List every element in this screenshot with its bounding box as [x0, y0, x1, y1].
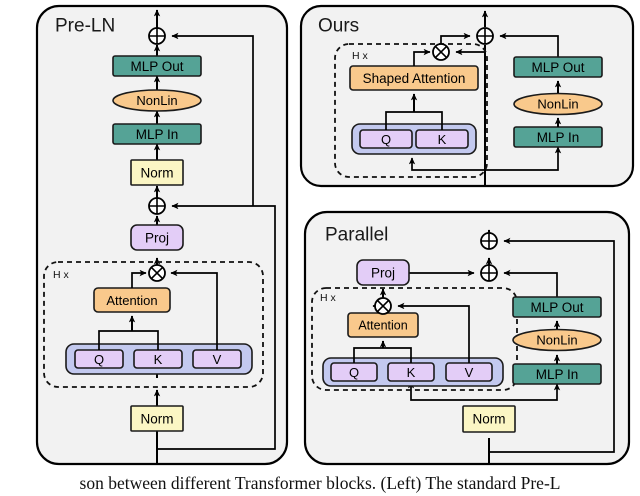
- block-preln-k-label: K: [154, 352, 163, 367]
- block-parallel-nonlin-label: NonLin: [536, 333, 577, 348]
- wire-preln-skip-attention: [157, 202, 276, 450]
- block-parallel-k-label: K: [407, 365, 416, 380]
- block-ours-q-label: Q: [381, 132, 391, 147]
- block-parallel-nonlin: NonLin: [512, 328, 602, 352]
- block-preln-nonlin-label: NonLin: [136, 93, 177, 108]
- block-parallel-qkv-container: Q K V: [322, 357, 504, 387]
- block-ours-shaped-attention-label: Shaped Attention: [363, 71, 466, 86]
- panel-parallel-title: Parallel: [325, 225, 388, 246]
- block-ours-k-label: K: [438, 132, 447, 147]
- panel-parallel: Parallel Proj H x Attention: [303, 210, 631, 466]
- block-parallel-k: K: [387, 362, 435, 382]
- block-preln-norm-top: Norm: [130, 159, 184, 186]
- operator-parallel-multiply: [374, 297, 392, 315]
- block-parallel-mlp-in-label: MLP In: [536, 367, 579, 382]
- block-preln-mlp-out-label: MLP Out: [130, 59, 183, 74]
- block-preln-v-label: V: [213, 352, 222, 367]
- block-parallel-mlp-out-label: MLP Out: [530, 300, 583, 315]
- wire-ours-mlpout-to-add: [499, 32, 559, 57]
- block-parallel-attention: Attention: [347, 312, 419, 338]
- block-parallel-proj-label: Proj: [371, 266, 395, 281]
- operator-preln-add-mid: [148, 197, 166, 215]
- block-parallel-norm-label: Norm: [473, 412, 506, 427]
- preln-hx-label: H x: [53, 269, 70, 281]
- wire-parallel-norm-to-mlpin: [489, 383, 561, 401]
- wire-ours-attention-to-mul: [413, 48, 431, 66]
- parallel-hx-label: H x: [320, 292, 337, 304]
- block-parallel-norm: Norm: [462, 405, 516, 433]
- block-parallel-mlp-in: MLP In: [512, 363, 602, 385]
- block-preln-k: K: [133, 349, 183, 369]
- wire-parallel-v-to-mul: [397, 302, 470, 363]
- block-preln-qkv-container: Q K V: [65, 343, 253, 375]
- wire-preln-skip-mlp: [171, 32, 254, 206]
- block-preln-v: V: [192, 349, 242, 369]
- block-preln-attention: Attention: [93, 287, 171, 313]
- block-ours-mlp-in-label: MLP In: [537, 130, 580, 145]
- dashed-box-preln-heads: [43, 261, 264, 388]
- block-ours-nonlin: NonLin: [513, 92, 603, 116]
- block-preln-attention-label: Attention: [106, 293, 157, 308]
- operator-preln-multiply: [148, 264, 166, 282]
- block-ours-nonlin-label: NonLin: [537, 97, 578, 112]
- block-preln-norm-top-label: Norm: [141, 166, 174, 181]
- block-preln-q: Q: [74, 349, 124, 369]
- block-ours-mlp-out: MLP Out: [513, 56, 603, 78]
- block-preln-proj-label: Proj: [145, 231, 169, 246]
- block-preln-norm-bottom-label: Norm: [141, 412, 174, 427]
- block-ours-shaped-attention: Shaped Attention: [349, 65, 479, 91]
- wire-preln-attention-to-mul: [131, 269, 147, 288]
- panel-preln: Pre-LN MLP Out NonLin MLP In: [35, 4, 289, 466]
- wire-parallel-skip-residual: [489, 237, 615, 453]
- block-ours-q: Q: [359, 129, 413, 149]
- panel-ours-title: Ours: [318, 16, 359, 37]
- wire-preln-qk-join: [98, 330, 159, 350]
- operator-parallel-add-top: [480, 232, 498, 250]
- block-parallel-mlp-out: MLP Out: [512, 296, 602, 318]
- block-preln-q-label: Q: [94, 352, 104, 367]
- block-parallel-q: Q: [330, 362, 378, 382]
- panel-ours: Ours H x Shaped Attention Q: [299, 4, 635, 188]
- operator-ours-add-top: [476, 27, 494, 45]
- block-ours-k: K: [415, 129, 469, 149]
- panel-preln-title: Pre-LN: [55, 16, 115, 37]
- block-preln-proj: Proj: [130, 224, 184, 251]
- block-preln-mlp-in-label: MLP In: [136, 127, 179, 142]
- figure-caption: son between different Transformer blocks…: [79, 473, 561, 493]
- block-parallel-v: V: [445, 362, 493, 382]
- dashed-box-ours-heads: [334, 43, 488, 178]
- block-preln-norm-bottom: Norm: [130, 405, 184, 432]
- wire-preln-v-to-mul: [170, 269, 218, 350]
- block-preln-nonlin: NonLin: [112, 89, 202, 112]
- operator-ours-multiply: [432, 43, 450, 61]
- block-parallel-v-label: V: [465, 365, 474, 380]
- block-ours-mlp-in: MLP In: [513, 126, 603, 148]
- block-parallel-proj: Proj: [356, 259, 410, 286]
- wire-ours-input-to-qk: [408, 157, 485, 171]
- block-ours-qk-container: Q K: [351, 123, 477, 155]
- block-parallel-q-label: Q: [349, 365, 359, 380]
- wire-parallel-norm-to-qkv: [407, 381, 489, 401]
- wire-ours-mul-to-add: [440, 32, 471, 45]
- wire-parallel-mlpout-to-add: [503, 269, 558, 297]
- block-parallel-attention-label: Attention: [358, 319, 407, 333]
- block-ours-mlp-out-label: MLP Out: [531, 60, 584, 75]
- transformer-block-diagram: Pre-LN MLP Out NonLin MLP In: [35, 4, 635, 466]
- block-preln-mlp-out: MLP Out: [112, 55, 202, 77]
- operator-parallel-add-mid: [480, 264, 498, 282]
- operator-preln-add-top: [148, 27, 166, 45]
- block-preln-mlp-in: MLP In: [112, 123, 202, 145]
- wire-ours-input-to-mlpin: [485, 146, 562, 171]
- ours-hx-label: H x: [352, 50, 369, 62]
